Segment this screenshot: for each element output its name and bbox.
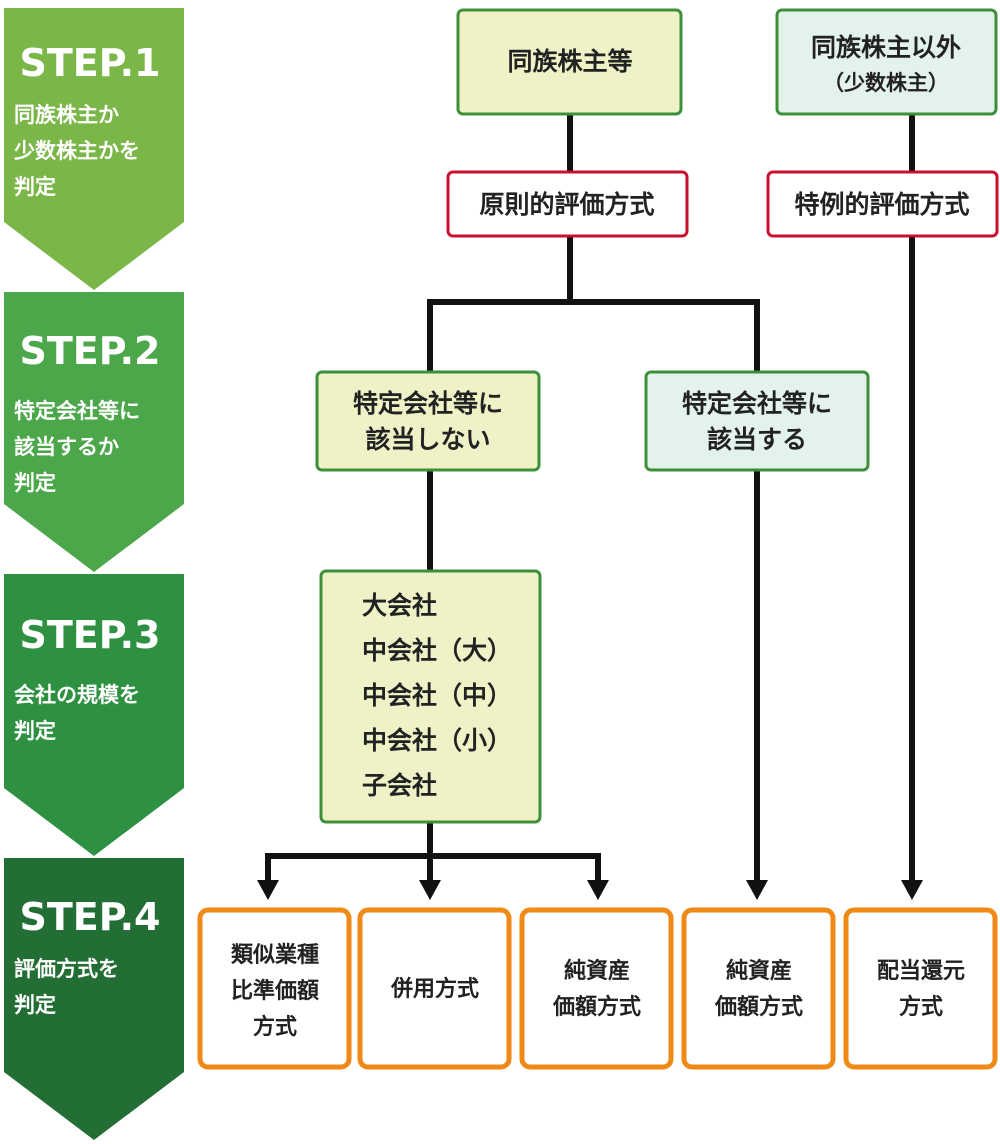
step-2-chevron [4, 292, 184, 572]
node-principle-label: 原則的評価方式 [479, 190, 654, 219]
arrowhead-method-1 [257, 880, 279, 900]
node-principle-box [446, 170, 689, 238]
connectors [265, 114, 915, 882]
connector-split-branch [427, 299, 760, 372]
node-not-specific-company: 特定会社等に 該当しない [315, 370, 541, 472]
step-2: STEP.2 特定会社等に 該当するか 判定 [4, 292, 184, 572]
step-1-desc-line-1: 同族株主か [14, 103, 119, 127]
node-family-box [456, 8, 683, 116]
node-specific-line-2: 該当する [707, 425, 807, 454]
step-2-desc-line-2: 該当するか [14, 435, 119, 459]
node-company-size: 大会社 中会社（大） 中会社（中） 中会社（小） 子会社 [319, 569, 542, 824]
method-dividend-return: 配当還元 方式 [843, 907, 998, 1070]
method-3-line-1: 純資産 [564, 958, 630, 984]
arrowhead-method-4 [746, 880, 768, 900]
arrowheads [257, 880, 923, 900]
step-2-desc-line-3: 判定 [14, 471, 56, 495]
method-net-assets-b: 純資産 価額方式 [681, 907, 836, 1070]
method-2-line-1: 併用方式 [390, 976, 479, 1002]
method-net-assets-a: 純資産 価額方式 [519, 907, 674, 1070]
node-size-line-1: 大会社 [362, 591, 437, 620]
node-special-box [766, 170, 999, 238]
node-not-specific-box [315, 370, 541, 472]
method-5-line-2: 方式 [899, 994, 943, 1020]
method-3-line-2: 価額方式 [552, 994, 641, 1020]
node-family-label: 同族株主等 [507, 47, 632, 76]
node-size-line-5: 子会社 [362, 771, 437, 800]
method-5-line-1: 配当還元 [877, 959, 965, 984]
step-2-desc-line-1: 特定会社等に [14, 399, 140, 423]
step-4-desc-line-1: 評価方式を [14, 957, 119, 981]
node-family-shareholders: 同族株主等 [456, 8, 683, 116]
method-3-box [519, 907, 674, 1070]
step-3: STEP.3 会社の規模を 判定 [4, 574, 184, 856]
node-size-box [319, 569, 542, 824]
arrowhead-method-3 [587, 880, 609, 900]
method-similar-industry: 類似業種 比準価額 方式 [197, 907, 352, 1070]
step-4: STEP.4 評価方式を 判定 [4, 858, 184, 1140]
method-2-box [357, 907, 512, 1070]
step-3-desc-line-1: 会社の規模を [14, 683, 140, 707]
step-4-chevron [4, 858, 184, 1140]
method-4-line-2: 価額方式 [714, 994, 803, 1020]
arrowhead-method-2 [419, 880, 441, 900]
method-1-line-2: 比準価額 [231, 978, 319, 1004]
node-special-label: 特例的評価方式 [794, 190, 969, 219]
method-1-line-1: 類似業種 [231, 943, 319, 968]
method-4-line-1: 純資産 [726, 958, 792, 984]
step-2-title: STEP.2 [20, 329, 161, 373]
node-not-specific-line-2: 該当しない [365, 425, 490, 454]
method-4-box [681, 907, 836, 1070]
node-size-line-3: 中会社（中） [362, 681, 512, 710]
step-1-chevron [4, 8, 184, 290]
step-4-title: STEP.4 [20, 895, 161, 939]
method-1-line-3: 方式 [253, 1014, 297, 1040]
step-1-title: STEP.1 [20, 41, 161, 85]
node-non-family-shareholders: 同族株主以外 （少数株主） [775, 8, 998, 116]
arrowhead-method-5 [901, 880, 923, 900]
node-nonfamily-box [775, 8, 998, 116]
method-combined: 併用方式 [357, 907, 512, 1070]
step-1-desc-line-3: 判定 [14, 175, 56, 199]
step-3-title: STEP.3 [20, 613, 161, 657]
node-not-specific-line-1: 特定会社等に [353, 389, 503, 418]
node-specific-line-1: 特定会社等に [682, 389, 832, 418]
node-specific-company: 特定会社等に 該当する [644, 370, 870, 472]
step-1: STEP.1 同族株主か 少数株主かを 判定 [4, 8, 184, 290]
node-size-line-2: 中会社（大） [362, 636, 512, 665]
method-5-box [843, 907, 998, 1070]
step-4-desc-line-2: 判定 [14, 993, 56, 1017]
node-nonfamily-sub: （少数株主） [823, 71, 949, 95]
step-3-chevron [4, 574, 184, 856]
method-1-box [197, 907, 352, 1070]
node-special-method: 特例的評価方式 [766, 170, 999, 238]
step-3-desc-line-2: 判定 [14, 719, 56, 743]
step-1-desc-line-2: 少数株主かを [13, 139, 140, 163]
node-principle-method: 原則的評価方式 [446, 170, 689, 238]
node-specific-box [644, 370, 870, 472]
node-nonfamily-label: 同族株主以外 [811, 33, 961, 62]
node-size-line-4: 中会社（小） [362, 726, 512, 755]
